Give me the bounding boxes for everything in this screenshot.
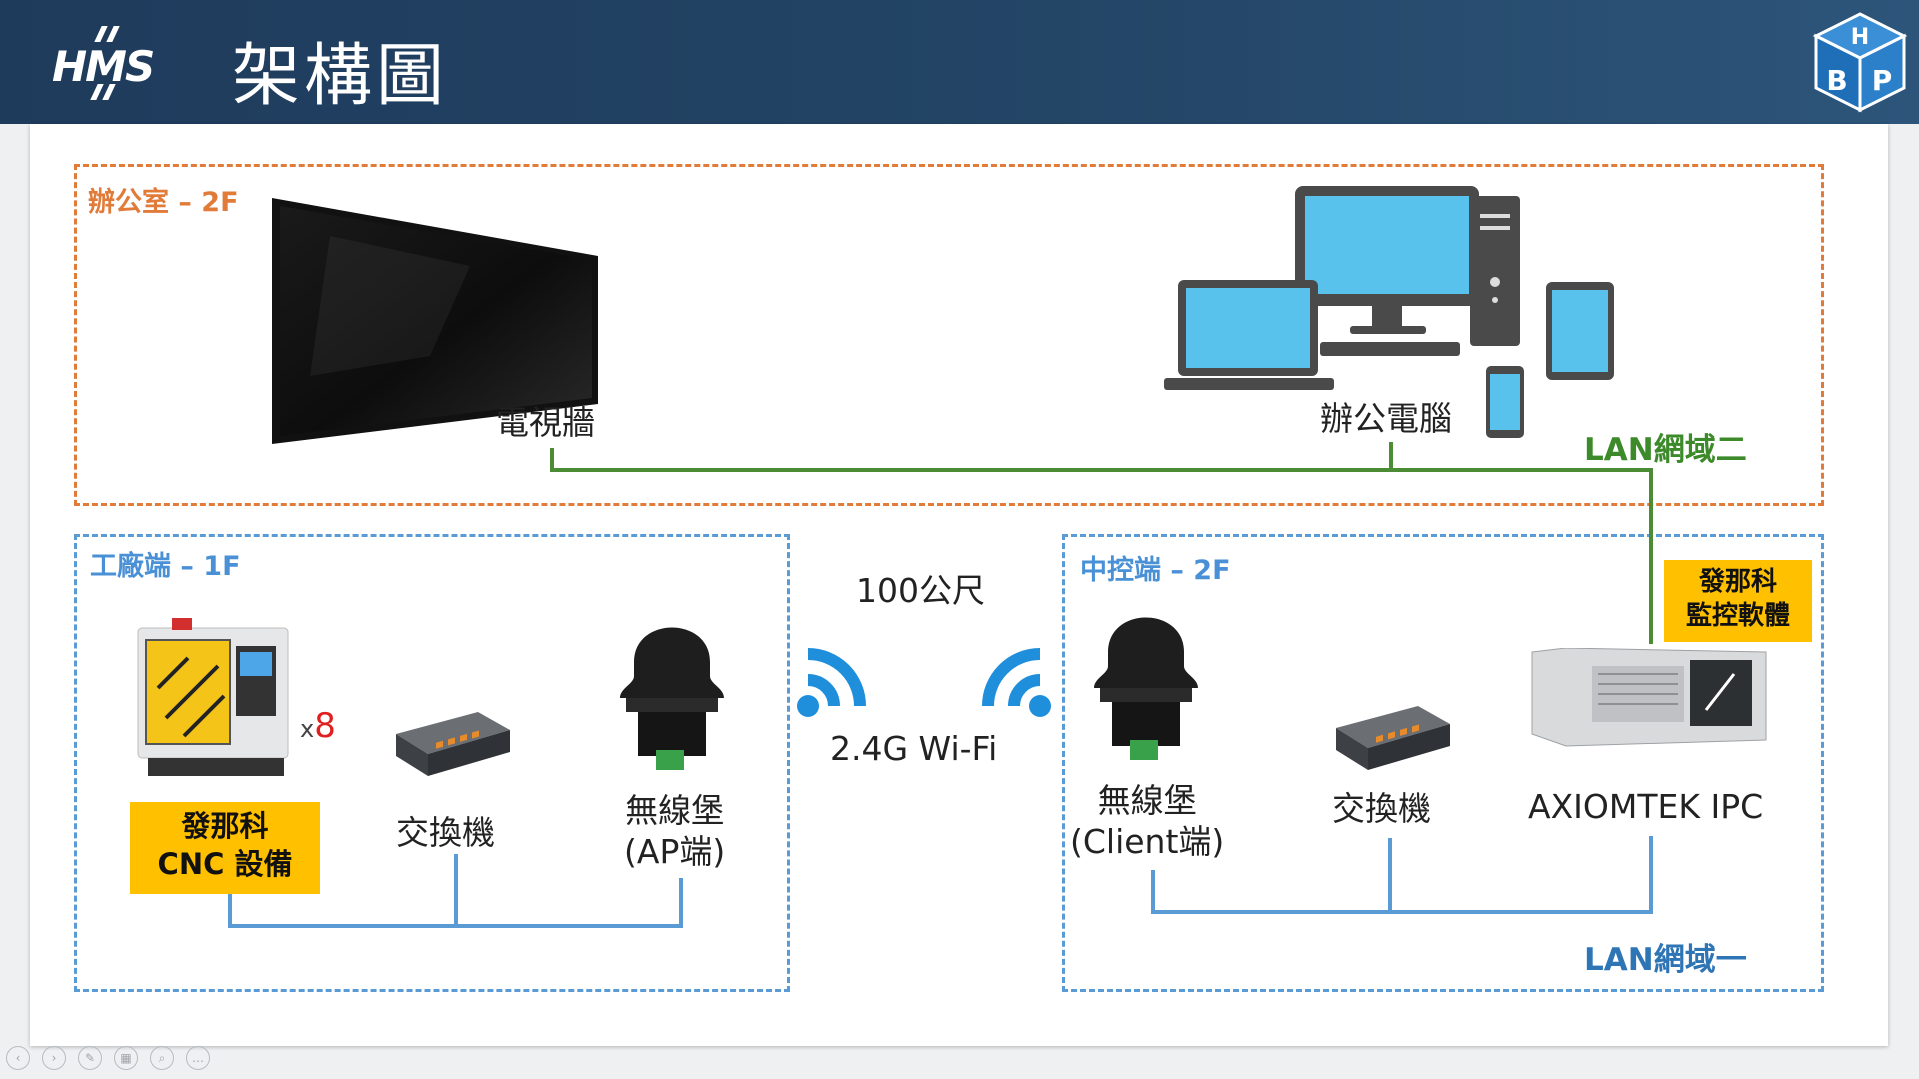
ipc-image bbox=[1531, 648, 1767, 747]
factory-drop-ap bbox=[679, 878, 683, 928]
wifi-left-icon bbox=[797, 648, 866, 717]
lan2-label: LAN網域二 bbox=[1584, 432, 1747, 468]
lan1-label: LAN網域一 bbox=[1584, 942, 1747, 978]
control-switch-label: 交換機 bbox=[1332, 789, 1431, 828]
cnc-label-line1: 發那科 bbox=[181, 809, 269, 843]
video-wall-image bbox=[272, 198, 598, 444]
ap-label: 無線堡 (AP端) bbox=[624, 790, 725, 873]
slides-icon[interactable]: ▦ bbox=[114, 1046, 138, 1070]
factory-drop-switch bbox=[454, 854, 458, 926]
zoom-icon[interactable]: ⌕ bbox=[150, 1046, 174, 1070]
client-label: 無線堡 (Client端) bbox=[1070, 780, 1224, 863]
control-drop-client bbox=[1151, 870, 1155, 914]
office-devices-image bbox=[1164, 186, 1614, 438]
ap-label-line2: (AP端) bbox=[624, 832, 726, 872]
control-region-label: 中控端 – 2F bbox=[1080, 555, 1231, 586]
lan2-drop-videowall bbox=[550, 448, 554, 472]
office-region bbox=[74, 164, 1824, 506]
office-pc-label: 辦公電腦 bbox=[1320, 399, 1452, 438]
wifi-band-label: 2.4G Wi-Fi bbox=[830, 729, 998, 768]
wifi-right-icon bbox=[982, 648, 1051, 717]
office-region-label: 辦公室 – 2F bbox=[88, 187, 239, 218]
pen-icon[interactable]: ✎ bbox=[78, 1046, 102, 1070]
cnc-label-line2: CNC 設備 bbox=[157, 846, 293, 881]
client-radio-image bbox=[1094, 617, 1198, 760]
control-region bbox=[1062, 534, 1824, 992]
factory-region-label: 工廠端 – 1F bbox=[90, 551, 241, 582]
factory-bus bbox=[228, 924, 683, 928]
ap-label-line1: 無線堡 bbox=[625, 791, 725, 830]
software-label-line1: 發那科 bbox=[1698, 567, 1777, 597]
cnc-count: x8 bbox=[300, 706, 336, 746]
access-point-image bbox=[620, 627, 724, 770]
svg-text:P: P bbox=[1872, 64, 1893, 97]
monitoring-software-box: 發那科 監控軟體 bbox=[1664, 560, 1812, 642]
video-wall-label: 電視牆 bbox=[496, 403, 595, 442]
hms-logo: HMS bbox=[50, 26, 180, 100]
lan2-bus bbox=[550, 468, 1653, 472]
ipc-label: AXIOMTEK IPC bbox=[1528, 787, 1764, 826]
client-label-line1: 無線堡 bbox=[1097, 781, 1197, 820]
control-bus bbox=[1151, 910, 1653, 914]
factory-region bbox=[74, 534, 790, 992]
page-title: 架構圖 bbox=[232, 37, 449, 116]
hbp-cube-logo: H B P bbox=[1812, 12, 1908, 113]
svg-text:H: H bbox=[1851, 25, 1869, 50]
cnc-label-box: 發那科 CNC 設備 bbox=[130, 802, 320, 894]
more-icon[interactable]: … bbox=[186, 1046, 210, 1070]
client-label-line2: (Client端) bbox=[1070, 822, 1225, 862]
factory-switch-image bbox=[396, 712, 510, 776]
control-drop-switch bbox=[1388, 838, 1392, 912]
factory-drop-cnc bbox=[228, 894, 232, 928]
forward-icon[interactable]: › bbox=[42, 1046, 66, 1070]
distance-label: 100公尺 bbox=[856, 571, 985, 610]
factory-switch-label: 交換機 bbox=[396, 813, 495, 852]
lan2-drop-office-pc bbox=[1389, 442, 1393, 470]
cnc-machine-image bbox=[137, 618, 289, 776]
title-bar: HMS 架構圖 H B P bbox=[0, 0, 1919, 124]
lan2-drop-ipc bbox=[1649, 468, 1653, 644]
back-icon[interactable]: ‹ bbox=[6, 1046, 30, 1070]
software-label-line2: 監控軟體 bbox=[1685, 600, 1790, 631]
control-drop-ipc bbox=[1649, 836, 1653, 912]
svg-text:B: B bbox=[1826, 64, 1847, 97]
control-switch-image bbox=[1336, 706, 1450, 770]
